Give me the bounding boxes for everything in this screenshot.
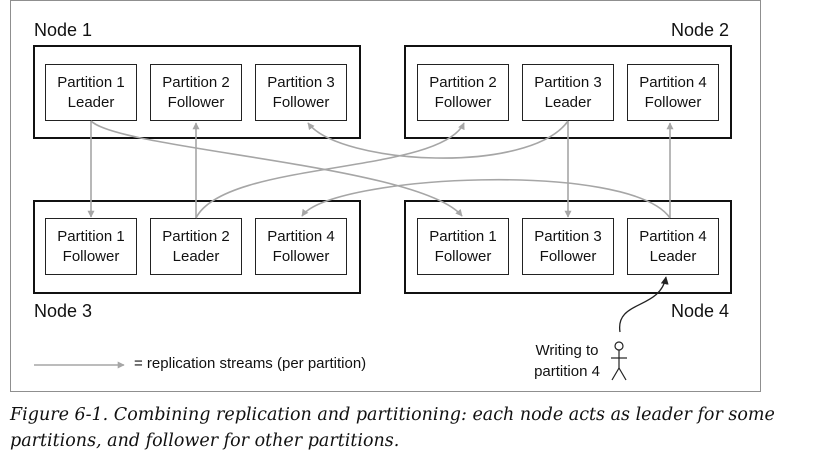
partition-role: Follower: [167, 93, 225, 111]
node-4-partition-box: Partition 3 Follower: [522, 218, 614, 275]
partition-role: Leader: [172, 247, 220, 265]
writer-line-2: partition 4: [534, 363, 600, 380]
node-2-partition-box: Partition 2 Follower: [417, 64, 509, 121]
caption-line-1: Figure 6-1. Combining replication and pa…: [10, 405, 775, 425]
partition-role: Follower: [272, 93, 330, 111]
partition-name: Partition 2: [162, 73, 230, 91]
partition-name: Partition 3: [534, 227, 602, 245]
node-1-partition-box: Partition 3 Follower: [255, 64, 347, 121]
arrow-p4-node4-to-node3: [301, 178, 671, 219]
partition-role: Follower: [434, 247, 492, 265]
partition-name: Partition 1: [57, 227, 125, 245]
write-arrow: [619, 276, 669, 333]
partition-name: Partition 4: [267, 227, 335, 245]
node-3-partition-box: Partition 2 Leader: [150, 218, 242, 275]
partition-role: Follower: [62, 247, 120, 265]
partition-name: Partition 1: [429, 227, 497, 245]
figure-caption: Figure 6-1. Combining replication and pa…: [10, 402, 800, 454]
node-3-partition-box: Partition 4 Follower: [255, 218, 347, 275]
partition-name: Partition 2: [162, 227, 230, 245]
partition-role: Leader: [649, 247, 697, 265]
node-1-label: Node 1: [34, 20, 93, 40]
arrow-p1-node1-to-node4: [90, 120, 463, 217]
partition-role: Leader: [67, 93, 115, 111]
legend-label: = replication streams (per partition): [134, 355, 367, 372]
partition-role: Follower: [272, 247, 330, 265]
node-2-partition-box: Partition 4 Follower: [627, 64, 719, 121]
partition-name: Partition 1: [57, 73, 125, 91]
node-2-partition-box: Partition 3 Leader: [522, 64, 614, 121]
writer-label: Writing to partition 4: [526, 340, 608, 382]
partition-role: Follower: [434, 93, 492, 111]
node-1-partition-box: Partition 1 Leader: [45, 64, 137, 121]
arrow-p2-node3-to-node2: [195, 122, 465, 219]
writer-line-1: Writing to: [535, 342, 599, 359]
partition-role: Leader: [544, 93, 592, 111]
partition-role: Follower: [539, 247, 597, 265]
node-3-label: Node 3: [34, 301, 93, 321]
arrow-p3-node2-to-node1: [307, 120, 569, 159]
node-4-partition-box: Partition 4 Leader: [627, 218, 719, 275]
partition-name: Partition 4: [639, 227, 707, 245]
partition-name: Partition 4: [639, 73, 707, 91]
partition-name: Partition 3: [267, 73, 335, 91]
user-figure-icon: [611, 341, 627, 381]
node-3-partition-box: Partition 1 Follower: [45, 218, 137, 275]
node-4-label: Node 4: [671, 301, 730, 321]
node-1-partition-box: Partition 2 Follower: [150, 64, 242, 121]
node-4-partition-box: Partition 1 Follower: [417, 218, 509, 275]
partition-name: Partition 3: [534, 73, 602, 91]
node-2-label: Node 2: [671, 20, 730, 40]
caption-line-2: partitions, and follower for other parti…: [10, 431, 400, 451]
partition-name: Partition 2: [429, 73, 497, 91]
partition-role: Follower: [644, 93, 702, 111]
